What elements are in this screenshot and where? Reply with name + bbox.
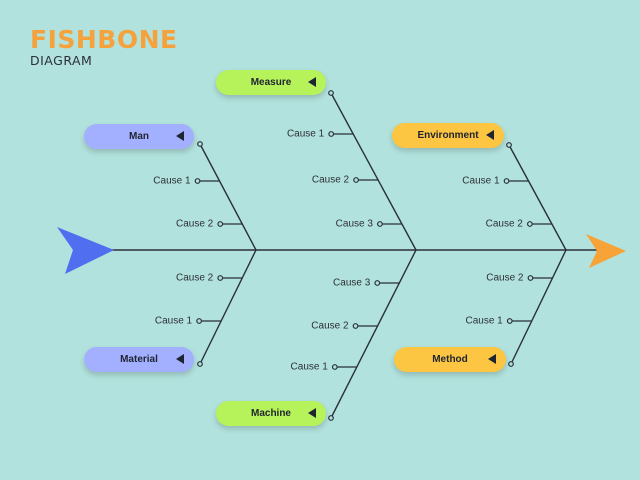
triangle-left-icon [486, 130, 494, 140]
bone-end-dot-environment [506, 142, 512, 148]
category-label-environment: Environment [392, 123, 504, 148]
cause-label: Cause 2 [486, 272, 524, 284]
bone-end-dot-measure [328, 90, 334, 96]
diagram-title: FISHBONE [30, 25, 178, 54]
cause-label: Cause 3 [335, 218, 373, 230]
triangle-left-icon [488, 354, 496, 364]
bone-environment [508, 144, 567, 251]
bone-end-dot-material [197, 361, 203, 367]
category-label-man: Man [84, 124, 194, 149]
cause-dot-machine-1 [374, 280, 381, 286]
cause-dot-environment-1 [503, 178, 510, 184]
cause-label: Cause 2 [311, 174, 350, 186]
bone-end-dot-machine [328, 415, 334, 421]
triangle-left-icon [176, 131, 184, 141]
bone-method [510, 249, 567, 365]
category-label-text: Measure [250, 77, 292, 88]
category-label-machine: Machine [216, 401, 326, 426]
bone-end-dot-method [508, 361, 514, 367]
tail-arrow [57, 227, 114, 274]
cause-label: Cause 1 [465, 315, 503, 327]
cause-label: Cause 2 [176, 218, 214, 230]
cause-label: Cause 1 [286, 128, 325, 140]
cause-label: Cause 1 [154, 315, 193, 327]
category-label-method: Method [394, 347, 506, 372]
head-arrow [586, 234, 626, 268]
category-label-material: Material [84, 347, 194, 372]
category-label-text: Environment [417, 130, 479, 141]
cause-label: Cause 1 [153, 175, 191, 187]
diagram-subtitle: DIAGRAM [30, 53, 93, 68]
triangle-left-icon [308, 77, 316, 87]
cause-dot-method-1 [527, 275, 534, 281]
triangle-left-icon [308, 408, 316, 418]
cause-dot-man-1 [194, 178, 201, 184]
cause-label: Cause 2 [175, 272, 214, 284]
cause-dot-environment-2 [526, 221, 533, 227]
category-label-text: Man [129, 131, 149, 142]
cause-dot-machine-3 [331, 364, 338, 370]
cause-dot-material-2 [196, 318, 203, 324]
bone-material [199, 249, 257, 365]
cause-label: Cause 2 [485, 218, 523, 230]
triangle-left-icon [176, 354, 184, 364]
cause-dot-method-2 [506, 318, 513, 324]
cause-dot-measure-1 [328, 131, 335, 137]
category-label-measure: Measure [216, 70, 326, 95]
category-label-text: Method [432, 354, 468, 365]
cause-dot-material-1 [217, 275, 224, 281]
cause-dot-man-2 [217, 221, 224, 227]
bone-man [199, 143, 257, 251]
cause-dot-machine-2 [352, 323, 359, 329]
category-label-text: Machine [250, 408, 291, 419]
cause-dot-measure-3 [377, 221, 383, 227]
cause-dot-measure-2 [353, 177, 360, 183]
bone-machine [330, 249, 417, 419]
cause-label: Cause 2 [311, 320, 349, 332]
cause-label: Cause 1 [462, 175, 500, 187]
cause-label: Cause 1 [290, 361, 328, 373]
bone-end-dot-man [197, 141, 203, 147]
cause-label: Cause 3 [333, 277, 371, 289]
category-label-text: Material [120, 354, 158, 365]
